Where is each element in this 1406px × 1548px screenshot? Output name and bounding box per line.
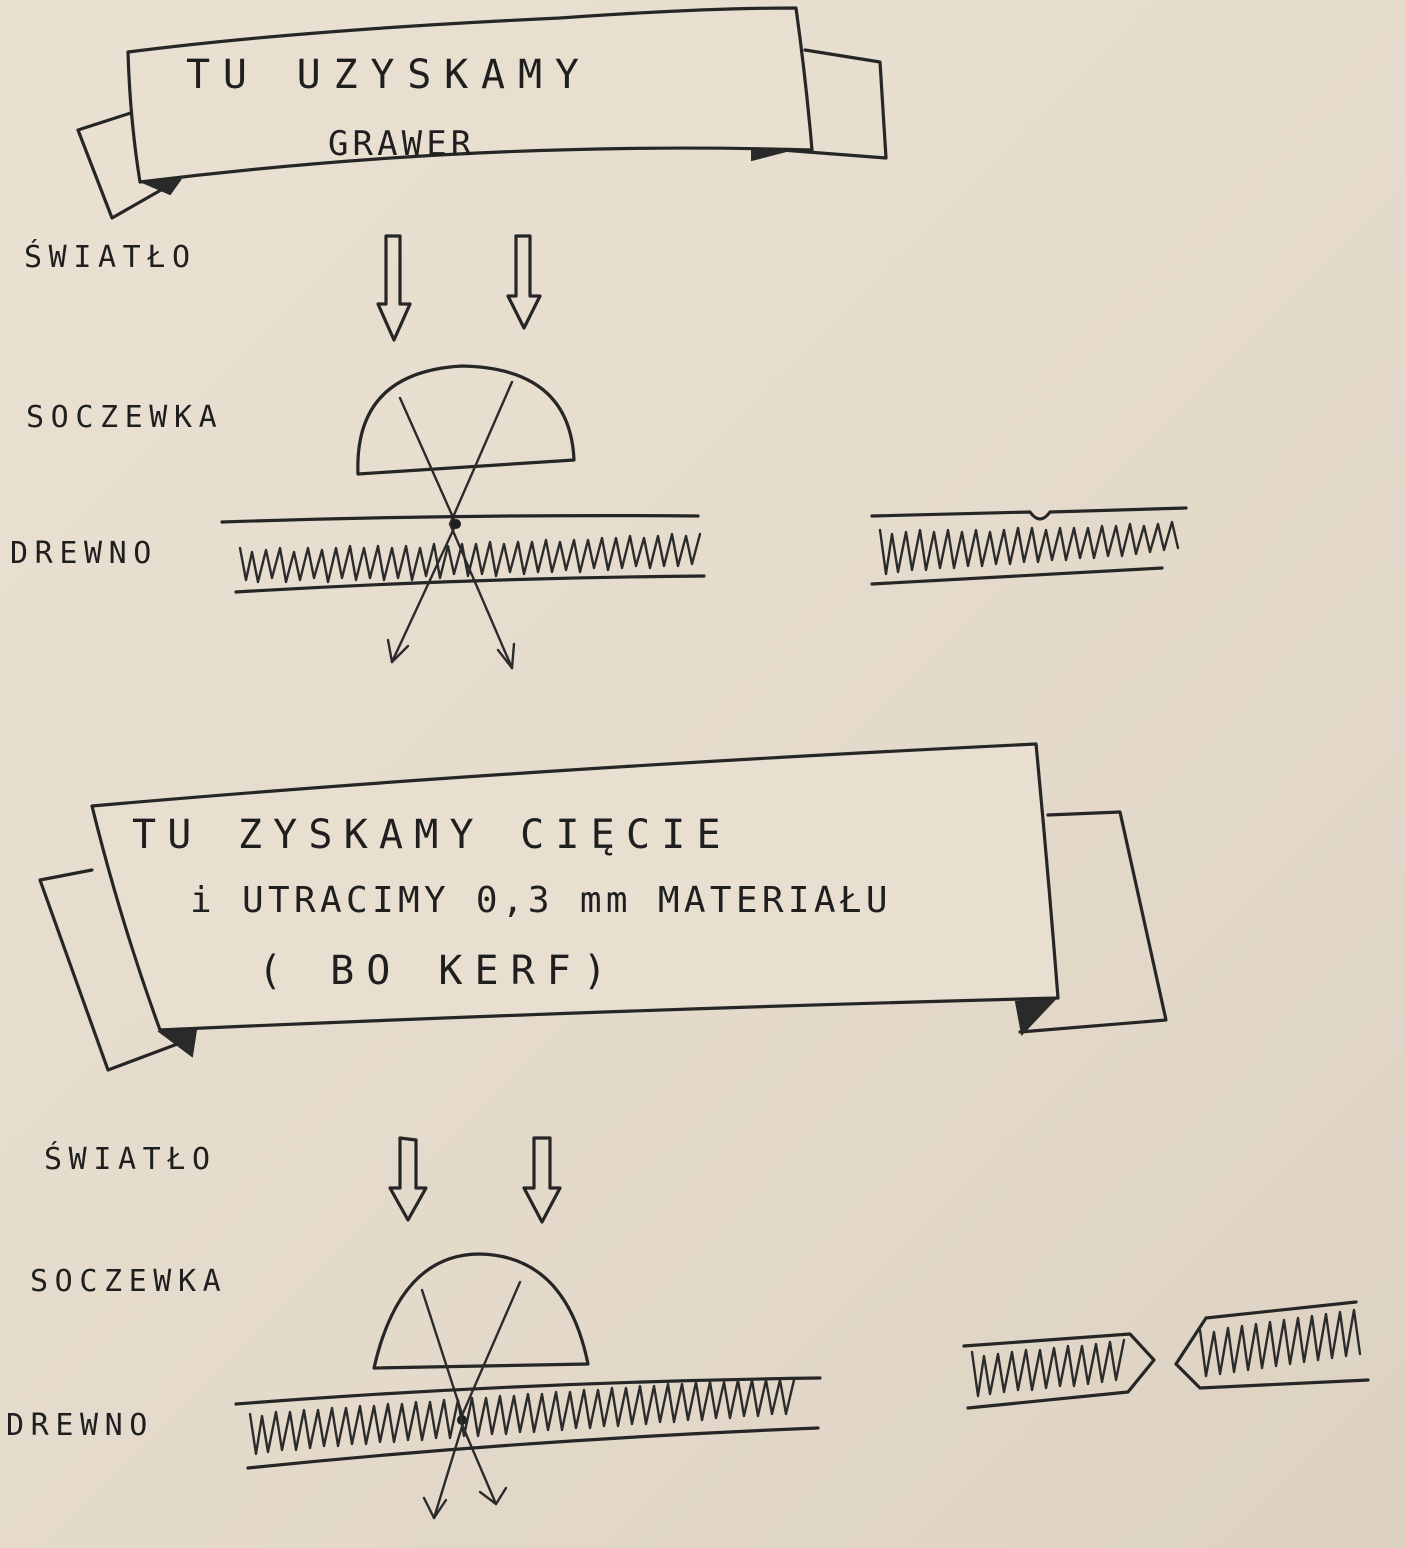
banner-2-left-tail [38, 868, 190, 1072]
wood-bottom-edge [870, 566, 1164, 586]
banner-1-line-2: GRAWER [328, 124, 476, 164]
light-arrow-icon [506, 234, 542, 330]
wood-cut-result [962, 1300, 1370, 1410]
label-wood-2: DREWNO [6, 1408, 154, 1443]
banner-1-right-tail [754, 48, 888, 160]
wood-engraved-result [870, 506, 1188, 586]
wood-grain [878, 520, 1180, 576]
wood-piece-right [1174, 1300, 1370, 1390]
light-arrow-icon [388, 1136, 428, 1222]
wood-bottom-edge [246, 1426, 820, 1470]
lens-1 [356, 364, 576, 670]
banner-1-line-1: TU UZYSKAMY [186, 52, 592, 98]
wood-board-2 [234, 1376, 822, 1470]
wood-bottom-edge [234, 574, 706, 594]
label-lens-2: SOCZEWKA [30, 1264, 228, 1299]
banner-1 [76, 6, 888, 220]
wood-grain [970, 1338, 1126, 1398]
wood-top-edge [220, 514, 700, 524]
wood-grain [238, 532, 702, 584]
lens-icon [372, 1252, 590, 1370]
lens-2 [372, 1252, 590, 1520]
light-arrows-2 [388, 1136, 562, 1224]
banner-2 [38, 742, 1168, 1072]
wood-top-edge [234, 1376, 822, 1406]
banner-2-line-3: ( BO KERF) [258, 948, 619, 994]
ray-arrowhead-icon [478, 1486, 508, 1506]
label-lens-1: SOCZEWKA [26, 400, 224, 435]
light-ray-left [390, 396, 458, 664]
banner-2-line-2: i UTRACIMY 0,3 mm MATERIAŁU [190, 880, 892, 921]
ray-arrowhead-icon [496, 642, 516, 670]
wood-grain [248, 1378, 796, 1456]
banner-2-line-1: TU ZYSKAMY CIĘCIE [132, 812, 732, 858]
light-arrow-icon [376, 234, 412, 342]
wood-piece-left [962, 1332, 1156, 1410]
label-light-2: ŚWIATŁO [44, 1142, 217, 1177]
banner-2-body [90, 742, 1060, 1032]
banner-1-left-tail [76, 108, 177, 220]
lens-icon [356, 364, 576, 476]
light-ray-right [448, 380, 514, 670]
focal-point [451, 519, 461, 529]
banner-2-left-fold [157, 1028, 198, 1058]
banner-2-right-tail [1018, 810, 1168, 1034]
light-arrow-icon [522, 1136, 562, 1224]
light-arrows-1 [376, 234, 542, 342]
wood-top-edge-with-groove [870, 506, 1188, 521]
ray-arrowhead-icon [386, 638, 410, 664]
ray-arrowhead-icon [422, 1496, 448, 1520]
label-light-1: ŚWIATŁO [24, 240, 197, 275]
light-ray-right [458, 1280, 522, 1506]
banner-1-body [126, 6, 814, 184]
wood-board-1 [220, 514, 706, 594]
label-wood-1: DREWNO [10, 536, 158, 571]
wood-grain [1198, 1308, 1362, 1378]
